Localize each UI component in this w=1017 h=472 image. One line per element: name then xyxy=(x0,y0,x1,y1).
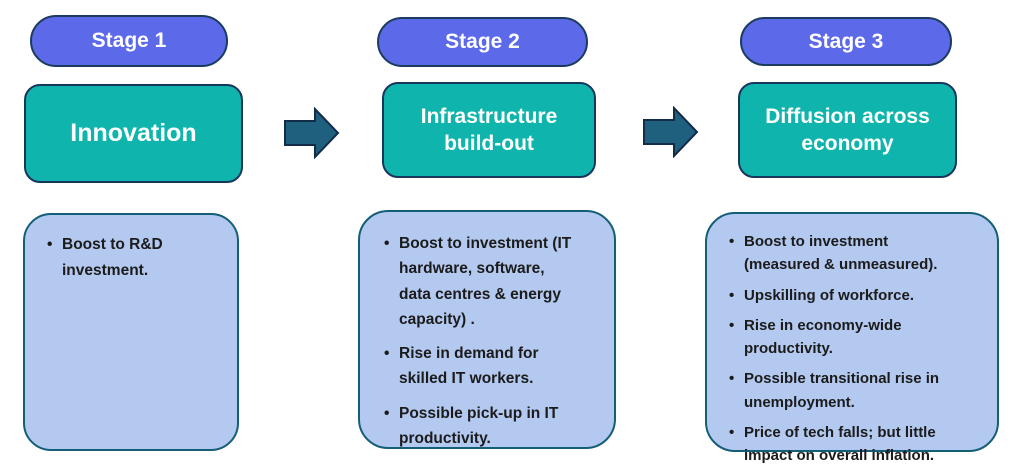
bullet-item: Rise in demand for skilled IT workers. xyxy=(382,341,608,392)
bullet-item: Boost to R&D investment. xyxy=(45,232,229,283)
bullet-item: Boost to investment (measured & unmeasur… xyxy=(727,230,991,277)
stage-3-badge-label: Stage 3 xyxy=(808,29,884,53)
stage-2-details-panel: Boost to investment (IT hardware, softwa… xyxy=(358,210,616,449)
stage-2-badge: Stage 2 xyxy=(377,17,588,67)
stage-3-title-box: Diffusion across economy xyxy=(738,82,957,178)
stage-2-title: Infrastructure build-out xyxy=(420,104,558,155)
bullet-item: Rise in economy-wide productivity. xyxy=(727,314,991,361)
bullet-item: Boost to investment (IT hardware, softwa… xyxy=(382,231,608,332)
stage-2-title-box: Infrastructure build-out xyxy=(382,82,596,178)
stage-1-badge: Stage 1 xyxy=(30,15,228,67)
stage-1-title: Innovation xyxy=(70,119,197,148)
stage-2-bullet-list: Boost to investment (IT hardware, softwa… xyxy=(360,212,614,451)
bullet-item: Upskilling of workforce. xyxy=(727,284,991,308)
stage-1-details-panel: Boost to R&D investment. xyxy=(23,213,239,451)
bullet-item: Price of tech falls; but little impact o… xyxy=(727,421,991,468)
arrow-right-icon xyxy=(643,106,699,158)
stage-1-bullet-list: Boost to R&D investment. xyxy=(25,215,237,283)
stage-1-title-box: Innovation xyxy=(24,84,243,183)
stage-3-details-panel: Boost to investment (measured & unmeasur… xyxy=(705,212,999,464)
bullet-item: Possible pick-up in IT productivity. xyxy=(382,401,608,452)
stage-1-badge-label: Stage 1 xyxy=(91,29,167,52)
stage-3-bullet-list: Boost to investment (measured & unmeasur… xyxy=(707,214,997,467)
bullet-item: Possible transitional rise in unemployme… xyxy=(727,367,991,414)
stage-3-title: Diffusion across economy xyxy=(765,104,930,155)
arrow-right-icon xyxy=(284,107,340,159)
stage-2-badge-label: Stage 2 xyxy=(445,30,520,53)
stage-3-badge: Stage 3 xyxy=(740,17,952,66)
